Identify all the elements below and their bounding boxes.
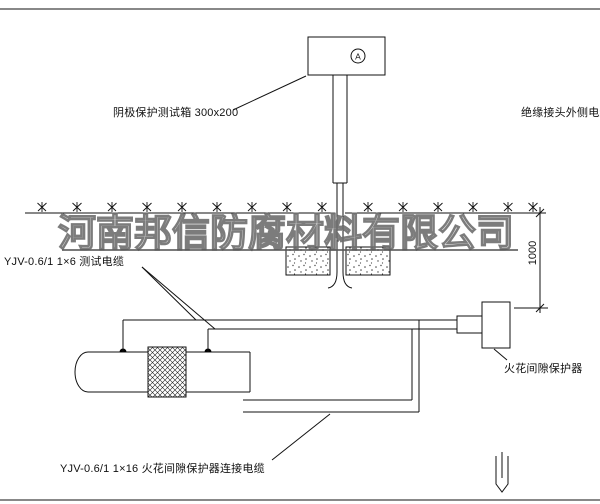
insulation-band	[147, 346, 187, 398]
company-watermark: 河南邦信防腐材料有限公司	[57, 212, 515, 255]
continuation-symbol	[495, 452, 509, 493]
test-box-label: 阴极保护测试箱 300x200	[113, 107, 239, 119]
protector-cable-label: YJV-0.6/1 1×16 火花间隙保护器连接电缆	[60, 463, 265, 475]
insulated-joint-cable-label: 绝缘接头外侧电缆	[521, 107, 600, 119]
frame-border-lines	[0, 8, 600, 501]
test-box	[307, 36, 386, 76]
conduit-riser	[327, 75, 353, 289]
concrete-foundation-blocks	[285, 246, 391, 276]
spark-gap-leader-line	[493, 348, 508, 361]
ammeter-symbol: A	[355, 52, 361, 62]
dimension-line	[514, 207, 548, 313]
spark-gap-protector	[456, 301, 511, 349]
spark-gap-protector-label: 火花间隙保护器	[504, 363, 583, 375]
watermark-underline	[62, 249, 518, 251]
test-cable-leader-lines	[141, 266, 216, 330]
ammeter-circle	[350, 48, 366, 64]
cables	[122, 319, 457, 413]
test-box-leader-line	[232, 75, 307, 111]
protector-cable-leader-line	[271, 413, 331, 461]
test-cable-label: YJV-0.6/1 1×6 测试电缆	[4, 256, 125, 268]
dimension-value: 1000	[527, 240, 539, 266]
